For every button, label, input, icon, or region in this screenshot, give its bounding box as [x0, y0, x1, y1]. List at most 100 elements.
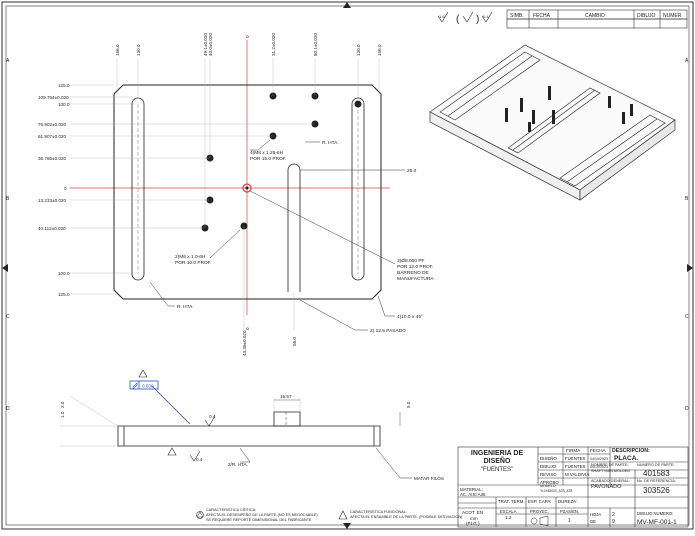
bottom-dims: 43.35±0.020 56.0 0 — [242, 327, 297, 356]
svg-text:0.4: 0.4 — [483, 14, 489, 19]
leader-chamfer — [377, 295, 395, 317]
border-letter: B — [6, 196, 10, 202]
rev-header: FECHA — [533, 13, 551, 19]
material-label: MATERIAL: — [460, 487, 483, 492]
leader-dowel — [249, 190, 396, 265]
section-dims: 15.57 2.0 1.0 5.0 0.4 0.4 2/R. HTA. MATA… — [60, 394, 444, 481]
dim-text: 0.4 — [196, 457, 203, 462]
callout-m8-line1: 4)M8 x 1.25-6H — [250, 150, 284, 156]
border-letter: B — [685, 196, 689, 202]
material: AC. AISI A36 — [460, 492, 486, 497]
dim-text: 13.233±0.020 — [38, 198, 67, 203]
rev-header: DIBUJO — [637, 13, 655, 19]
surface-finish-symbol: 1.6 — [437, 11, 449, 23]
dim-text: 130.0 — [356, 44, 361, 56]
leader-rhta-bottom — [149, 281, 175, 307]
hoja: 2 — [612, 512, 615, 518]
border-letters-right: A B C D — [685, 58, 689, 412]
callout-matar: MATAR FILOS — [414, 476, 444, 481]
isometric-view — [429, 44, 676, 201]
plate-outline — [113, 84, 382, 300]
dim-text: 5.0 — [406, 401, 411, 408]
leader-matar — [375, 447, 412, 479]
row-fecha: 04/10/2023 — [590, 465, 608, 469]
row-firma: FUENTES — [565, 464, 586, 469]
border-arrow-right — [687, 264, 693, 272]
acabado: PAVONADO — [591, 484, 622, 490]
dim-text: 36.765±0.020 — [38, 156, 67, 161]
callout-dowel-line3: BARRENO DE — [397, 270, 429, 276]
description: PLACA. — [614, 455, 638, 462]
dim-text: 125.0 — [58, 83, 70, 88]
callout-m8-line2: POR 15.0 PROF. — [250, 156, 287, 162]
dim-text: 0.4 — [209, 414, 216, 419]
referencia: 303526 — [643, 486, 670, 495]
callout-m6-line2: POR 10.0 PROF. — [175, 260, 212, 266]
row-firma: M.VALDIVIA — [565, 472, 589, 477]
border-letter: A — [6, 58, 10, 64]
proyec-label: PROYEC. — [530, 509, 549, 514]
dim-text: 125.0 — [58, 292, 70, 297]
surface-finish-symbol — [462, 11, 474, 23]
callout-dowel-line1: 3)Ø8.000 PF — [397, 258, 425, 264]
callout-dowel-line2: POR 12.0 PROF. — [397, 264, 434, 270]
border-arrow-top — [343, 2, 351, 8]
border-arrow-bottom — [343, 523, 351, 529]
acabado-label: ACABADO GENERAL: — [591, 479, 630, 483]
dibujo-num-label: DIBUJO NUMERO: — [637, 511, 673, 516]
surface-finish-symbol: 0.4 — [481, 11, 493, 23]
dim-text: 25.0 — [407, 168, 417, 174]
company-line3: "FUENTES" — [481, 467, 513, 473]
note-critical-3: SE REQUIERE REPORTE DIMENSIONAL DEL FABR… — [206, 518, 312, 522]
dim-text: 61.907±0.020 — [38, 134, 67, 139]
callout-thru: 2) 12.5 PASADO — [370, 328, 406, 334]
nombre-parte-label: NOMBRE DE PARTE: — [591, 463, 628, 467]
note-functional-2: AFECTA EL ENSAMBLE DE LA PARTE. (POSIBLE… — [350, 515, 463, 519]
row-fecha: 04/10/2023 — [590, 457, 608, 461]
dim-text: 156.0 — [115, 44, 120, 56]
border-letter: A — [685, 58, 689, 64]
hoja-label: HOJA — [590, 512, 601, 517]
dim-text: 2.0 — [60, 401, 65, 408]
plan-view — [70, 40, 405, 331]
callout-dowel-line4: MANUFACTURA — [397, 276, 434, 282]
dim-text: 80.1±0.020 — [313, 33, 318, 56]
callout-chamfer: 4)10.0 x 45° — [397, 314, 423, 320]
notes: CARACTERISTICA CRITICA: AFECTA EL DESEMP… — [196, 508, 463, 522]
dim-text: 43.35±0.020 — [242, 330, 247, 356]
slot-center — [287, 163, 301, 292]
flatness-value: 0.030 — [142, 384, 154, 389]
escala: 1:2 — [505, 515, 512, 520]
leader-flatness — [151, 385, 191, 425]
row-label: APROBO — [540, 480, 559, 485]
company-line1: INGENIERIA DE — [471, 450, 524, 457]
note-critical-2: AFECTA EL DESEMPEÑO DE LA PARTE (NO ES N… — [206, 512, 318, 517]
dim-text: 0 — [245, 35, 250, 38]
dim-text: 0 — [64, 186, 67, 191]
dim-text: 100.0 — [58, 271, 70, 276]
acot-sub: (PLG.) — [466, 521, 480, 526]
leader-m8 — [250, 139, 271, 151]
hole-datum — [242, 183, 252, 193]
numero-parte-label: NUMERO DE PARTE: — [637, 463, 675, 467]
referencia-label: No. DE REFERENCIA: — [637, 479, 676, 483]
leader-m6 — [209, 229, 241, 259]
dureza-label: DUREZA: — [558, 499, 577, 504]
hoja-total: 9 — [612, 519, 615, 525]
rev-header: SIMB. — [510, 13, 524, 19]
dim-text: 31.2±0.020 — [271, 33, 276, 56]
dim-text: 40.0±0.020 — [208, 33, 213, 56]
callout-rhta-top: R. HTA. — [322, 140, 339, 146]
top-dims: 156.0 130.0 49.1±0.020 40.0±0.020 31.2±0… — [115, 33, 382, 56]
rev-header: NUMER — [663, 13, 682, 19]
dim-text: 130.0 — [136, 44, 141, 56]
callout-rhta-bottom: R. HTA. — [177, 304, 194, 310]
company-line2: DISEÑO — [484, 456, 511, 465]
pzas-label: PZAS/EN. — [560, 509, 579, 514]
dim-text: 15.57 — [280, 394, 292, 399]
flatness-frame: 0.030 — [129, 369, 159, 390]
callout-m6-line1: 2)M6 x 1.0-6H — [175, 254, 206, 260]
border-letter: C — [6, 314, 10, 320]
